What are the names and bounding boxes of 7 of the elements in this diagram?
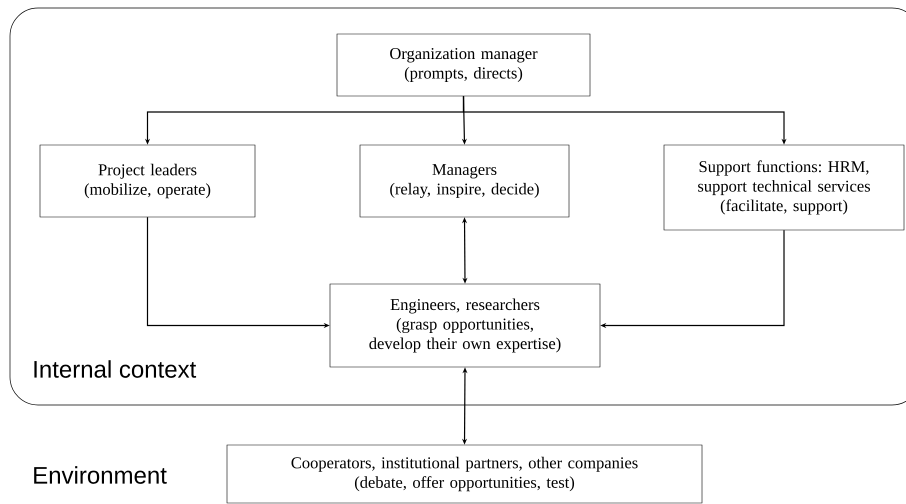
text-box: Engineers, researchers (grasp opportunities, develop their own expertise) [330,284,600,368]
text-box: Cooperators, institutional partners, other companies (debate, offer opportunities, test) [226,444,702,504]
text-box: Organization manager (prompts, directs) [336,34,590,96]
text-box: Project leaders (mobilize, operate) [40,144,256,218]
text-box: Support functions: HRM, support technical services (facilitate, support) [664,144,904,230]
text-box: Managers (relay, inspire, decide) [360,144,570,218]
region-label: Environment [34,466,167,484]
